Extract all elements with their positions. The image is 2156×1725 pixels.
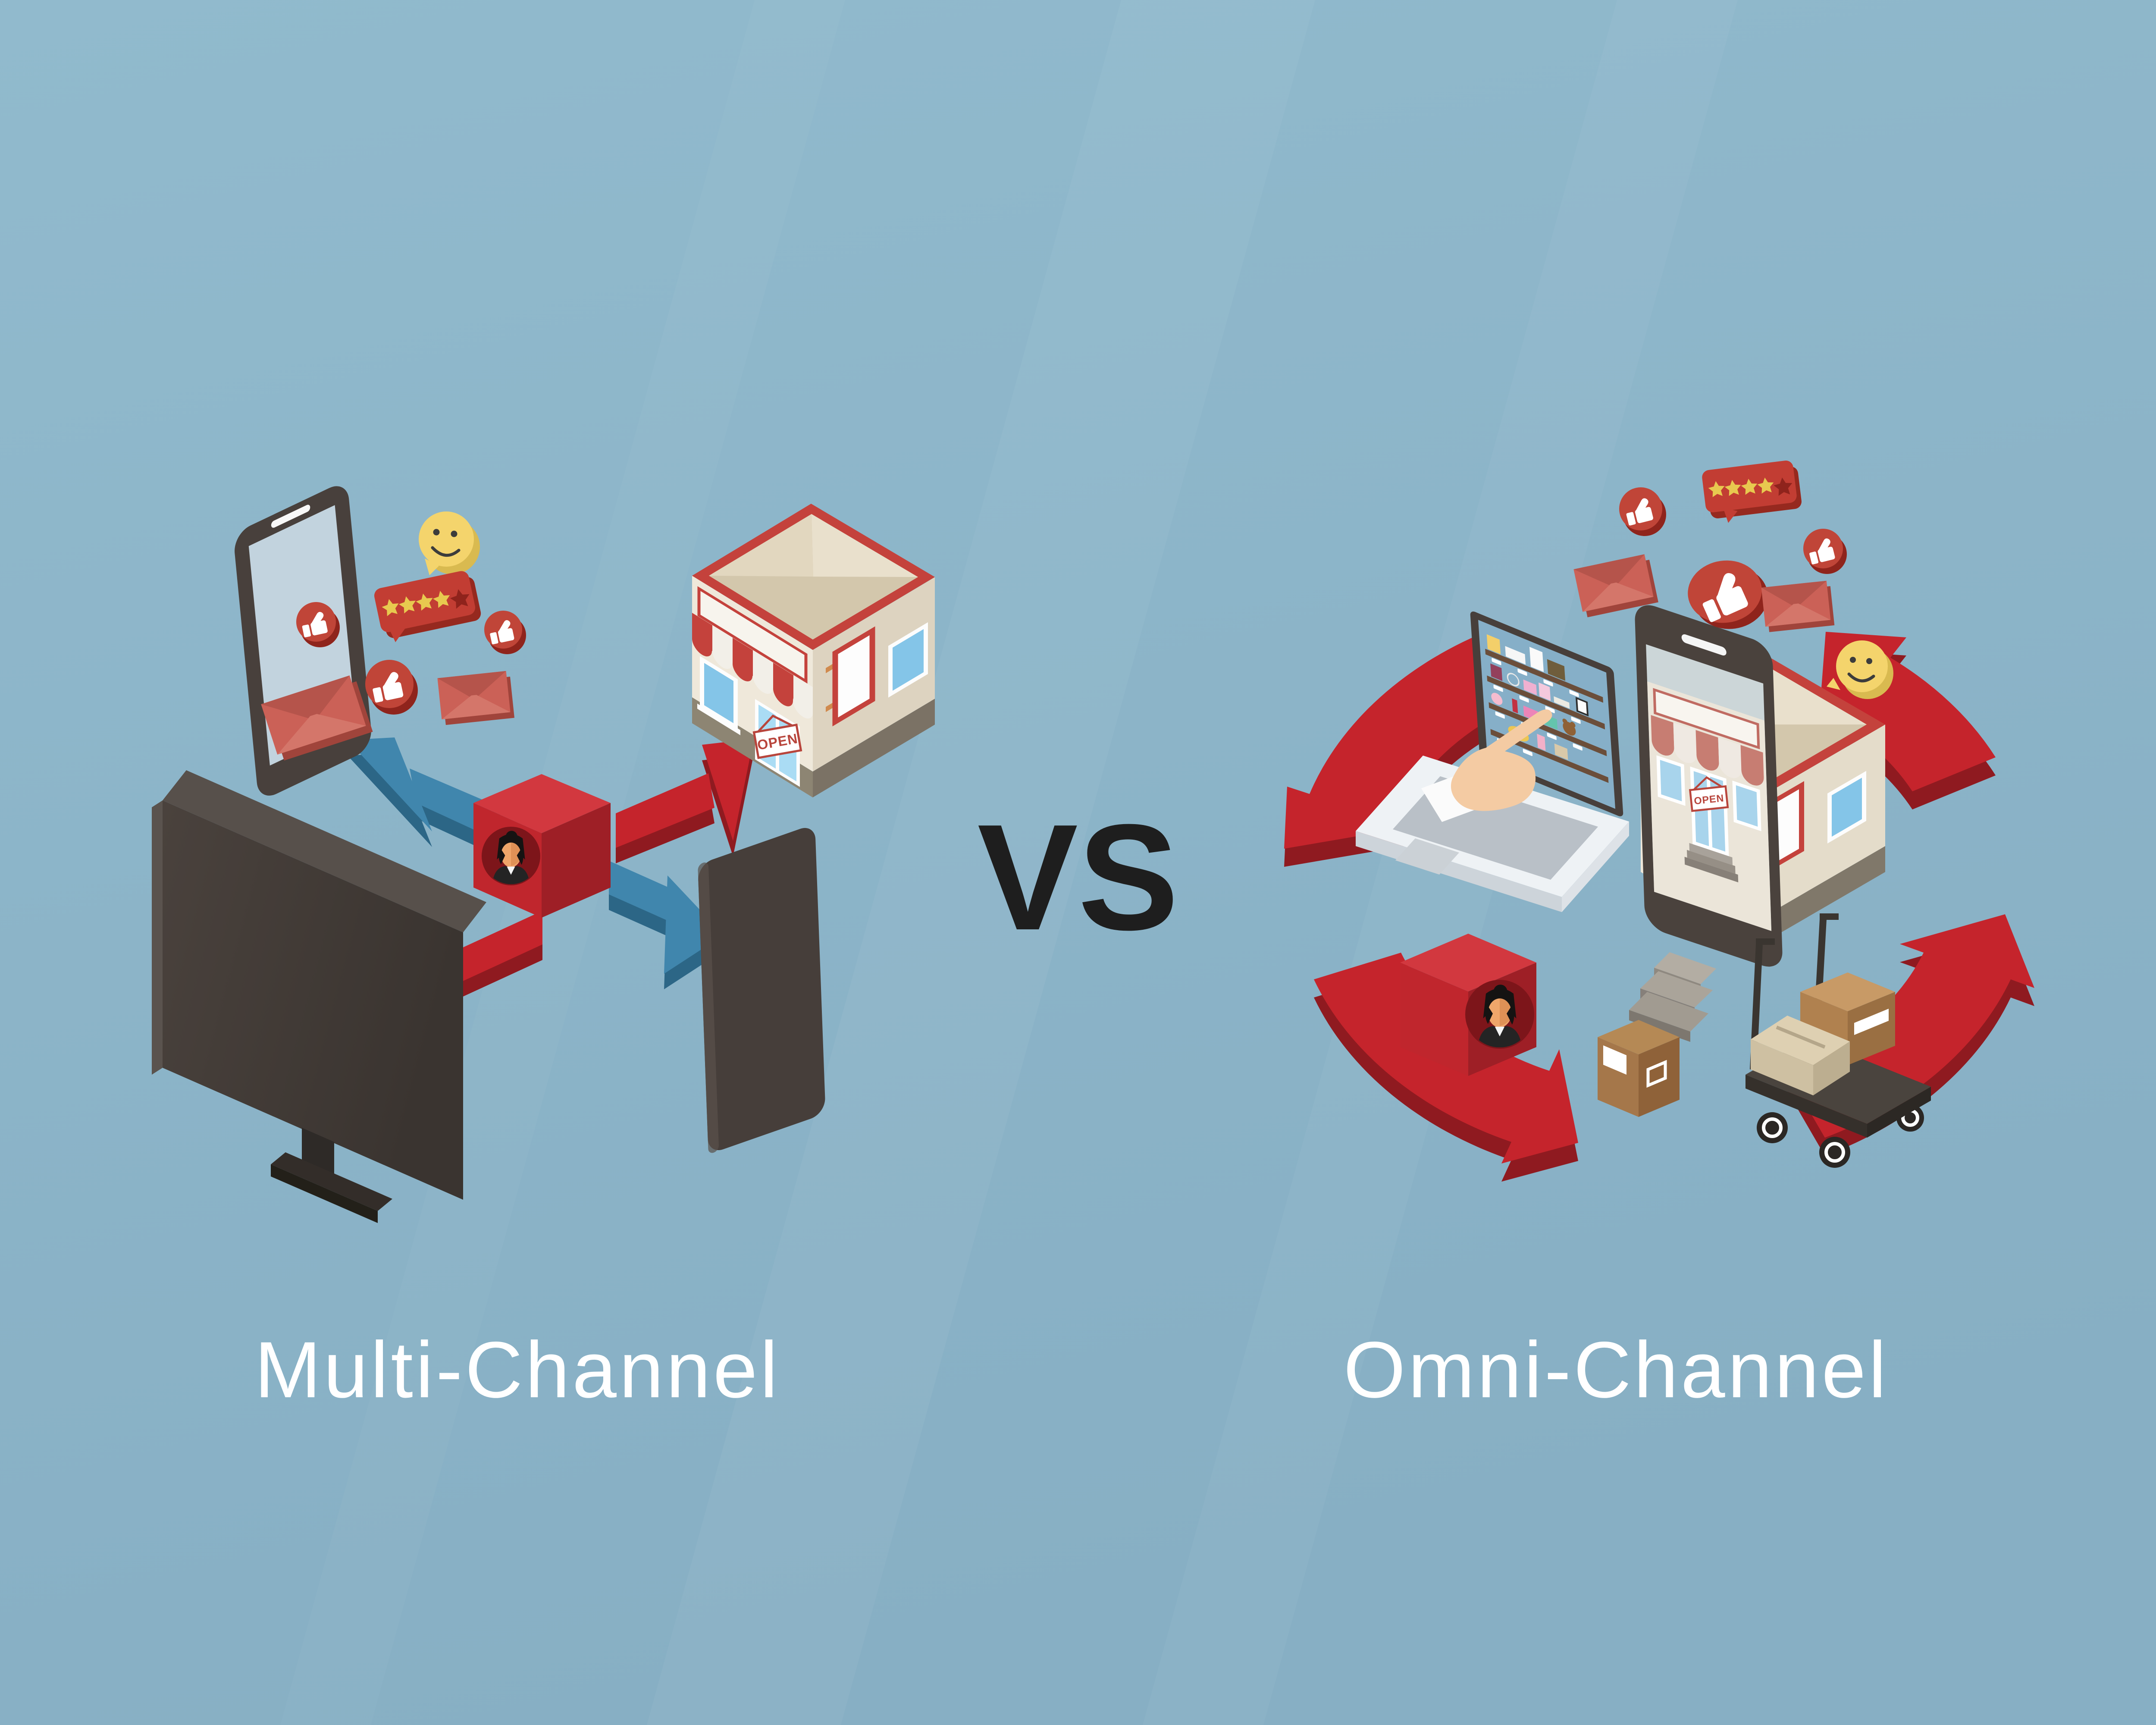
store-side-sign [832, 626, 875, 727]
cycle-arrow-top-left [1284, 628, 1536, 867]
thumbs-up-badge-icon [365, 660, 418, 715]
smartphone-store [1635, 605, 1783, 967]
delivery-cart [1745, 913, 1931, 1168]
versus-label: VS [978, 793, 1179, 962]
phone-store-screen [1647, 681, 1772, 931]
phone-speaker [271, 505, 310, 528]
customer-avatar [1465, 980, 1534, 1049]
thumbs-up-badge-icon [1619, 487, 1666, 536]
tablet [698, 828, 825, 1153]
store-awning [692, 613, 813, 719]
arrow-blue-down-right [609, 861, 724, 989]
thumbs-up-badge-large-icon [1688, 560, 1768, 629]
phone-speaker [1681, 634, 1727, 656]
open-sign: OPEN [1689, 776, 1729, 812]
smiley-speech-bubble-icon [1827, 640, 1893, 699]
store-side-wall [813, 577, 935, 797]
tv-stand [271, 1128, 392, 1223]
smiley-speech-bubble-icon [419, 511, 480, 575]
thumbs-up-badge-icon [1803, 529, 1847, 574]
multi-channel-label: Multi-Channel [254, 1326, 780, 1414]
customer-avatar [482, 827, 540, 885]
store-front-wall [692, 576, 813, 798]
arrow-red-down-left [444, 911, 542, 1005]
rating-bubble-icon [1702, 460, 1802, 523]
envelope-icon [1761, 580, 1835, 633]
thumbs-up-badge-icon [296, 602, 340, 647]
rating-bubble-icon [374, 571, 481, 643]
store-steps [1629, 952, 1716, 1042]
omni-channel-label: Omni-Channel [1344, 1326, 1889, 1414]
customer-cube [1400, 934, 1536, 1076]
laptop [1356, 611, 1629, 912]
thumbs-up-badge-icon [484, 611, 526, 654]
store: OPEN [692, 504, 935, 798]
open-sign: OPEN [752, 714, 802, 759]
envelope-icon [437, 671, 514, 726]
arrow-red-up-right [616, 739, 754, 863]
shop-shelves [1485, 634, 1609, 783]
store-roof [692, 504, 935, 650]
store-window [697, 656, 740, 735]
customer-cube [473, 774, 611, 918]
package-box-tan [1751, 1016, 1850, 1095]
omni-channel-group: OPEN [1284, 460, 2034, 1182]
pointing-hand-icon [1421, 709, 1552, 822]
tv [152, 770, 486, 1223]
phone-store-awning [1651, 715, 1764, 786]
shop-products [1486, 634, 1589, 760]
multi-channel-group: OPEN [152, 486, 935, 1223]
package-box-ground [1598, 1020, 1680, 1117]
